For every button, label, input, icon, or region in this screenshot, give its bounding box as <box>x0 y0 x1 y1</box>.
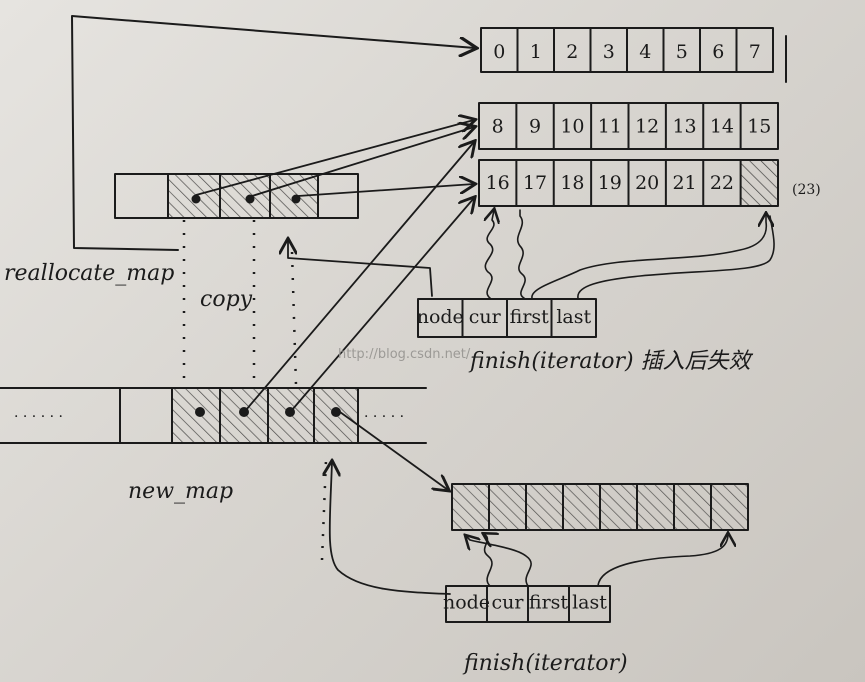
iterator-lower-field-cell: first <box>529 592 569 614</box>
buffer-lower-cell: 17 <box>523 172 547 194</box>
buffer-middle: 8 9 10 11 12 13 14 15 <box>478 102 779 150</box>
buffer-top-cell: 0 <box>493 41 505 63</box>
buffer-top-cell: 6 <box>712 41 724 63</box>
iterator-lower-field-cell: last <box>572 592 607 614</box>
buffer-middle-cell: 13 <box>672 115 696 137</box>
buffer-new <box>451 483 749 531</box>
iterator-upper-field-cell: cur <box>469 306 502 328</box>
iterator-upper-field-cell: last <box>556 306 591 328</box>
new-map-label: new_map <box>128 479 233 504</box>
reallocate-map-array <box>114 173 359 219</box>
buffer-middle-cell: 14 <box>710 115 734 137</box>
buffer-lower-cell: 18 <box>560 172 584 194</box>
buffer-lower-cell: 20 <box>635 172 659 194</box>
buffer-middle-cell: 9 <box>529 115 541 137</box>
buffer-top-cell: 5 <box>676 41 688 63</box>
buffer-middle-cell: 10 <box>560 115 584 137</box>
iterator-upper-field-cell: node <box>417 306 464 328</box>
buffer-top: 0 1 2 3 4 5 6 7 <box>480 27 787 83</box>
buffer-top-cell: 7 <box>749 41 761 63</box>
iterator-upper-field-cell: first <box>510 306 550 328</box>
iterator-lower-field-cell: cur <box>492 592 525 614</box>
watermark: http://blog.csdn.net/ <box>338 347 471 362</box>
buffer-lower-cell: 22 <box>710 172 734 194</box>
buffer-lower-cell: 19 <box>598 172 622 194</box>
buffer-top-cell: 3 <box>603 41 615 63</box>
buffer-lower-hatched-cell <box>740 160 778 206</box>
buffer-lower-trailing-note: (23) <box>792 182 821 198</box>
new-map-array: · · · · · · · · · · · <box>0 387 427 444</box>
buffer-lower-cell: 21 <box>672 172 696 194</box>
buffer-middle-cell: 12 <box>635 115 659 137</box>
new-map-dots-right: · · · · · <box>364 409 404 425</box>
buffer-top-cell: 2 <box>566 41 578 63</box>
buffer-top-cell: 1 <box>530 41 542 63</box>
copy-lines <box>182 220 298 386</box>
buffer-middle-cell: 11 <box>598 115 622 137</box>
reallocate-map-label: reallocate_map <box>4 261 174 286</box>
finish-lower-label: finish(iterator) <box>462 651 628 676</box>
finish-upper-label: finish(iterator) 插入后失效 <box>468 349 754 374</box>
copy-label: copy <box>200 287 253 312</box>
buffer-top-cell: 4 <box>639 41 651 63</box>
iterator-lower-field-cell: node <box>443 592 490 614</box>
buffer-lower: 16 17 18 19 20 21 22 (23) <box>478 159 821 207</box>
new-map-dots-left: · · · · · · <box>14 409 63 425</box>
buffer-middle-cell: 8 <box>492 115 504 137</box>
buffer-lower-cell: 16 <box>486 172 510 194</box>
buffer-middle-cell: 15 <box>747 115 771 137</box>
